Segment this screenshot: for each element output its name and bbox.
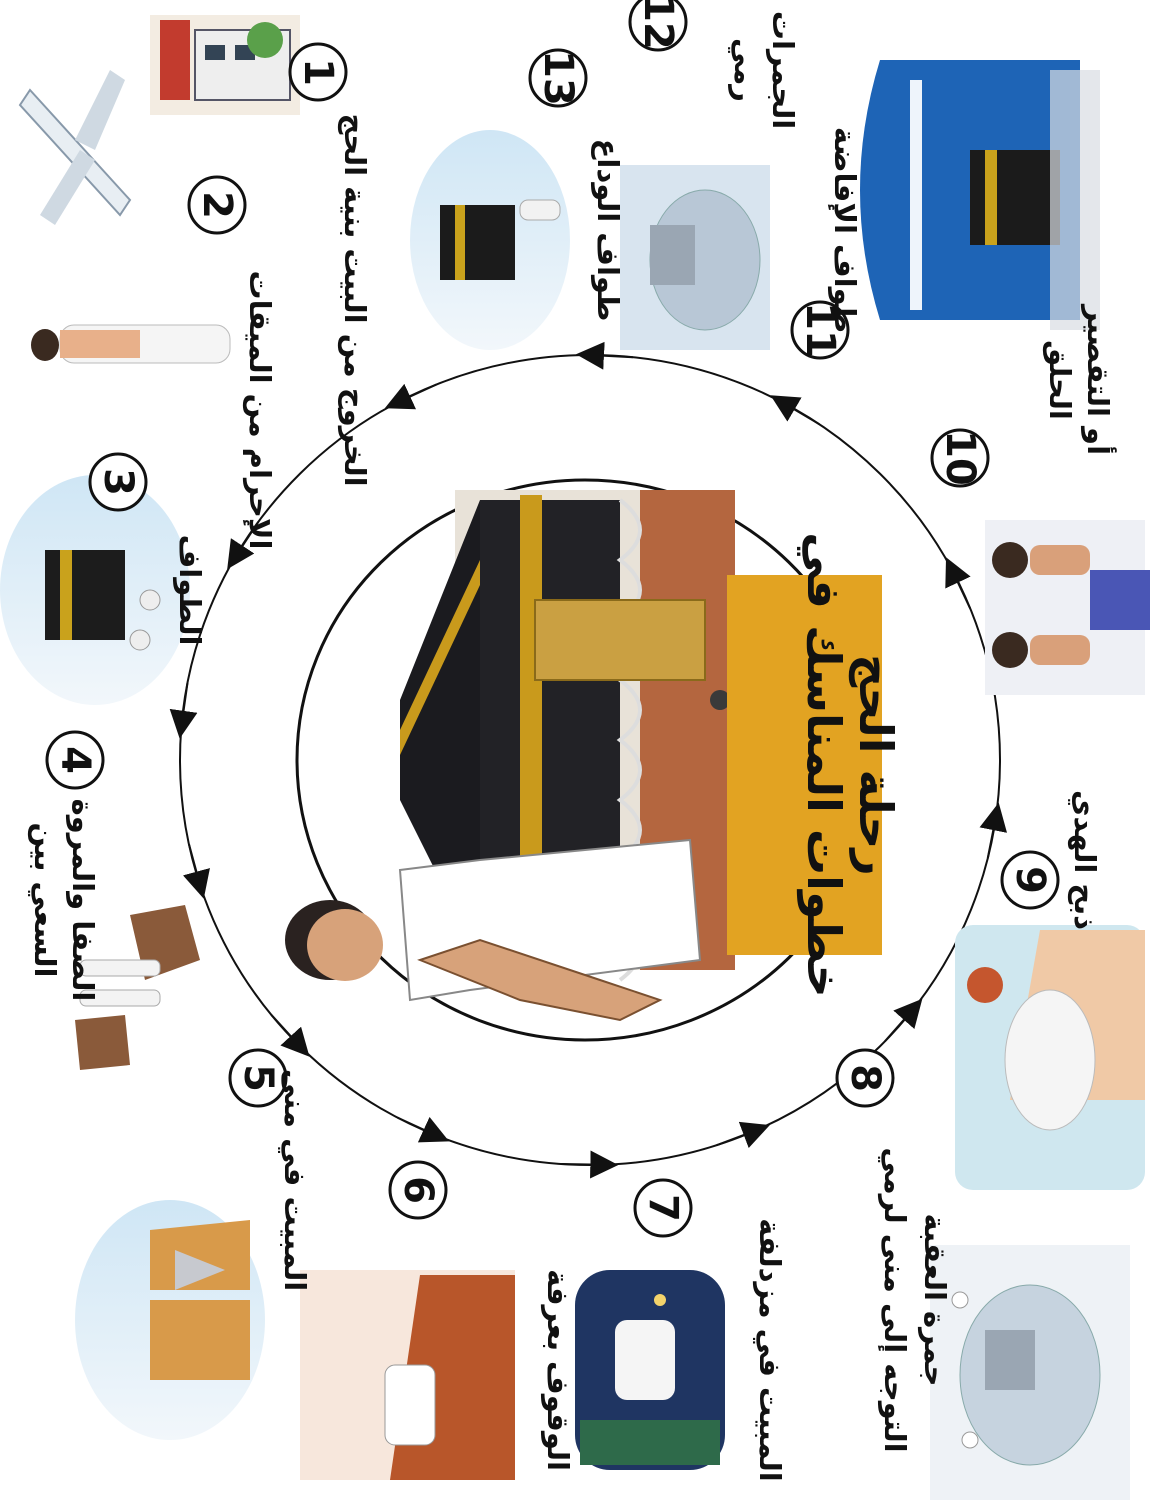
step-label: طواف الإفاضة: [828, 127, 862, 333]
farewell-tawaf-icon: [410, 130, 570, 350]
step-number: 4: [52, 746, 98, 774]
step-number: 8: [842, 1064, 888, 1092]
arafat-icon: [300, 1270, 515, 1480]
step-label: الطواف: [173, 535, 207, 646]
step-number: 12: [635, 0, 681, 50]
cycle-arrow: [717, 1130, 757, 1145]
airplane-icon: [20, 70, 130, 225]
step-label: طواف الوداع: [591, 139, 625, 322]
cycle-arrow: [988, 816, 996, 858]
step-label: المبيت في منى: [278, 1069, 312, 1291]
cycle-arrow: [398, 1118, 437, 1136]
cycle-arrow: [189, 844, 200, 885]
step-label: الصفا والمروة: [66, 799, 100, 1002]
step-label: رمي: [728, 38, 762, 102]
step-9: 9 ذبح الهدي: [1002, 790, 1102, 930]
step-label: جمرة العقبة: [918, 1213, 952, 1386]
muzdalifah-night-icon: [575, 1270, 725, 1470]
cycle-arrow: [783, 402, 820, 424]
cycle-arrow: [271, 1015, 300, 1047]
cycle-arrow: [182, 683, 188, 725]
step-label: الحلق: [1043, 340, 1077, 420]
step-number: 7: [640, 1194, 686, 1222]
center-title-line1: خطوات المناسك في: [797, 532, 851, 997]
kaaba-mosque-icon: [860, 60, 1100, 330]
step-number: 10: [937, 430, 983, 486]
cycle-arrow: [398, 385, 437, 403]
step-label: الخروج من البيت بنية الحج: [338, 113, 372, 486]
step-number: 1: [295, 58, 341, 86]
step-label: الجمرات: [766, 11, 800, 129]
cycle-arrow: [885, 1009, 913, 1041]
step-number: 9: [1007, 866, 1053, 894]
cycle-arrow: [952, 570, 970, 608]
step-number: 6: [395, 1176, 441, 1204]
step-number: 5: [235, 1064, 281, 1092]
center-title-box: خطوات المناسك في رحلة الحج: [727, 532, 903, 997]
step-number: 2: [194, 191, 240, 219]
house-icon: [150, 15, 300, 115]
step-label: الوقوف بعرفة: [541, 1269, 575, 1471]
step-label: السعي بين: [28, 823, 62, 978]
mina-tents-icon: [75, 1200, 265, 1440]
jamarat-stoning-icon: [620, 165, 770, 350]
jamarat-icon: [930, 1245, 1130, 1500]
cycle-arrow: [561, 1164, 604, 1165]
ihram-pilgrim-icon: [31, 325, 230, 363]
haircut-icon: [985, 520, 1150, 695]
sacrifice-icon: [955, 925, 1145, 1190]
cycle-arrow: [590, 355, 633, 357]
step-label: المبيت في مزدلفة: [753, 1218, 787, 1481]
step-number: 3: [95, 468, 141, 496]
kaaba-tawaf-icon: [0, 475, 190, 705]
step-1: 1 الخروج من البيت بنية الحج: [290, 44, 372, 487]
step-label: الإحرام من الميقات: [243, 271, 277, 550]
step-label: أو التقصير: [1081, 303, 1117, 455]
step-label: ذبح الهدي: [1068, 790, 1102, 930]
center-title-line2: رحلة الحج: [849, 654, 903, 876]
step-number: 13: [535, 50, 581, 106]
step-label: التوجه إلى منى لرمي: [877, 1147, 912, 1452]
